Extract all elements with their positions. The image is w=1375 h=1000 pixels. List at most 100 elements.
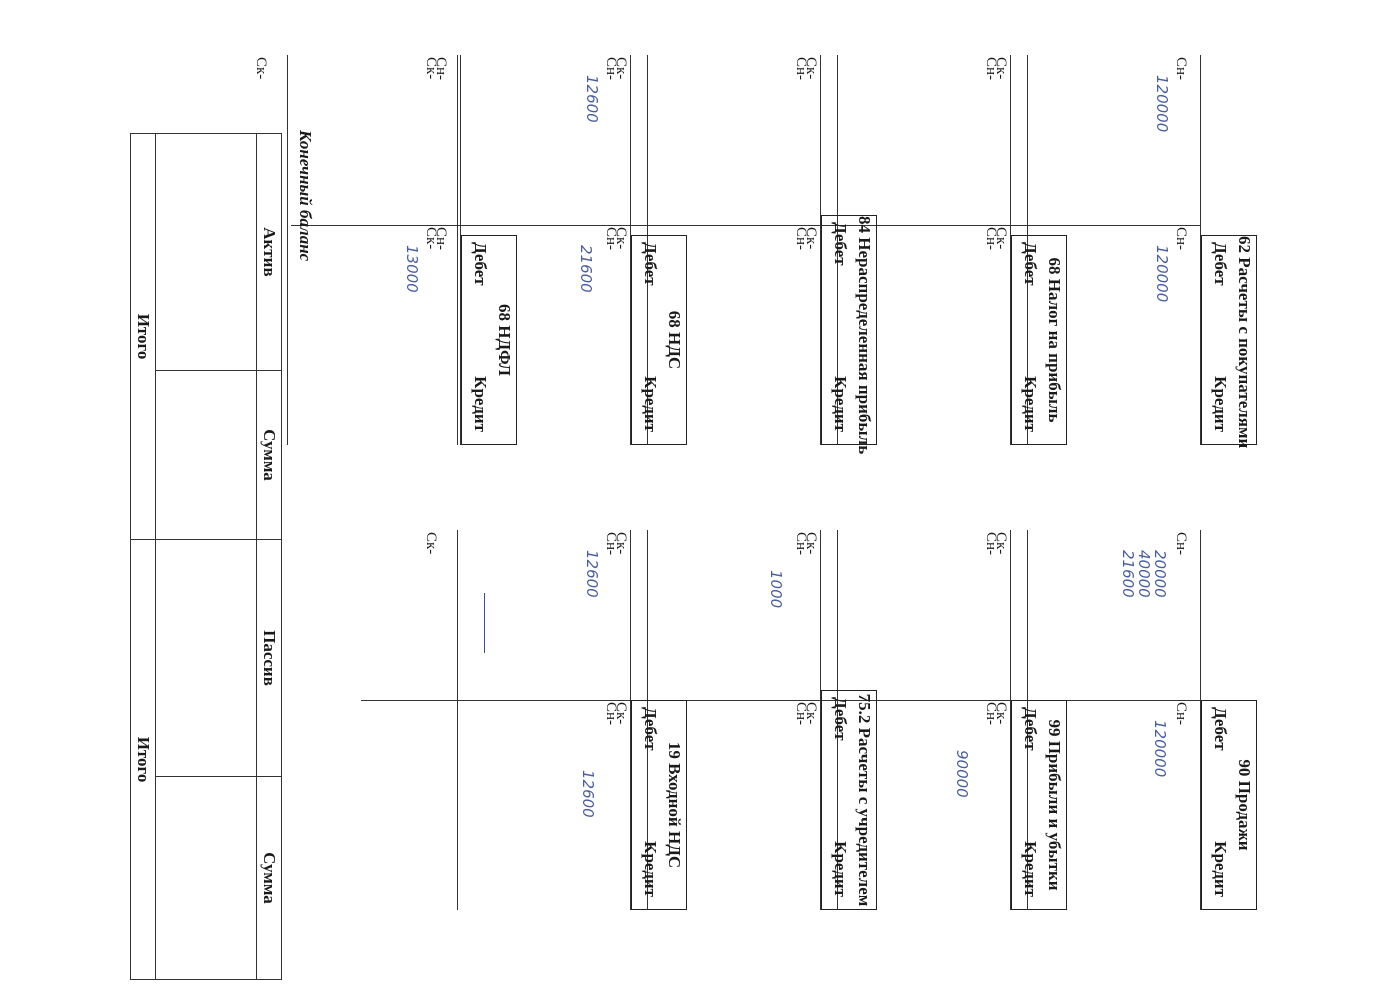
opening-balance-credit: Сн- — [603, 702, 619, 726]
t-account-top-line — [1010, 55, 1011, 445]
t-account-mid-line — [287, 55, 288, 445]
t-account-header: 19 Входной НДС Дебет Кредит — [631, 700, 687, 910]
credit-entry: 12600 — [579, 770, 597, 818]
t-account-header: 68 НДФЛ Дебет Кредит — [461, 235, 517, 445]
balance-title: Конечный баланс — [296, 130, 315, 262]
credit-entry: 21600 — [577, 245, 595, 293]
balance-total-row: Итого Итого — [130, 133, 156, 980]
balance-cell — [155, 776, 257, 980]
t-account-top-line — [1200, 530, 1201, 910]
opening-balance-debit: Сн- — [983, 532, 999, 556]
balance-cell — [155, 133, 257, 371]
debit-label: Дебет — [831, 697, 850, 741]
debit-label: Дебет — [831, 222, 850, 266]
t-account-title: 68 НДФЛ — [495, 304, 514, 376]
t-account-title: 19 Входной НДС — [665, 741, 684, 869]
debit-label: Дебет — [641, 242, 660, 286]
credit-label: Кредит — [641, 376, 660, 432]
t-account-header: 99 Прибыли и убытки Дебет Кредит — [1011, 700, 1067, 910]
credit-label: Кредит — [641, 841, 660, 897]
balance-cell — [155, 539, 257, 777]
opening-balance-debit: Сн- — [1173, 532, 1189, 556]
opening-balance-debit: Сн- — [603, 532, 619, 556]
opening-balance-debit: Сн- — [793, 57, 809, 81]
t-account-title: 62 Расчеты с покупателями — [1235, 236, 1254, 449]
balance-table: Актив Сумма Пассив Сумма Итого Итого — [130, 133, 282, 980]
debit-label: Дебет — [641, 707, 660, 751]
opening-balance-debit: Сн- — [983, 57, 999, 81]
t-account-mid-line — [457, 530, 458, 910]
credit-entry: 13000 — [403, 245, 421, 293]
opening-balance-debit: Сн- — [433, 57, 449, 81]
opening-balance-credit: Сн- — [793, 227, 809, 251]
debit-entry: 1000 — [767, 570, 785, 609]
opening-balance-credit: Сн- — [983, 227, 999, 251]
t-account-top-line — [630, 530, 631, 910]
t-account-19: 19 Входной НДС Дебет Кредит Сн- Сн- Ск- … — [317, 530, 687, 910]
t-account-top-line — [460, 55, 461, 445]
t-account-top-line — [820, 530, 821, 910]
debit-label: Дебет — [1211, 707, 1230, 751]
t-account-header: 84 Нераспределенная прибыль Дебет Кредит — [821, 215, 877, 455]
credit-label: Кредит — [1211, 841, 1230, 897]
t-account-header: 68 НДС Дебет Кредит — [631, 235, 687, 445]
debit-label: Дебет — [1021, 707, 1040, 751]
debit-entry: 20000 — [1151, 550, 1169, 598]
balance-header-asset: Актив — [256, 133, 282, 371]
t-account-title: 99 Прибыли и убытки — [1045, 719, 1064, 891]
credit-label: Кредит — [831, 376, 850, 432]
debit-label: Дебет — [1211, 242, 1230, 286]
t-account-top-line — [820, 55, 821, 445]
credit-label: Кредит — [1021, 376, 1040, 432]
closing-balance-debit: Ск- — [423, 532, 439, 555]
credit-label: Кредит — [1211, 376, 1230, 432]
opening-balance-credit: Сн- — [433, 227, 449, 251]
credit-label: Кредит — [831, 841, 850, 897]
debit-entry: 40000 — [1135, 550, 1153, 598]
debit-entry: 12600 — [583, 550, 601, 598]
t-account-header: 62 Расчеты с покупателями Дебет Кредит — [1201, 235, 1257, 449]
balance-cell — [155, 370, 257, 540]
balance-header-row: Актив Сумма Пассив Сумма — [256, 133, 282, 980]
opening-balance-debit: Сн- — [1173, 57, 1189, 81]
t-account-header: 75.2 Расчеты с учредителем Дебет Кредит — [821, 690, 877, 910]
t-account-header: 90 Продажи Дебет Кредит — [1201, 700, 1257, 910]
balance-total-liabilities: Итого — [130, 539, 156, 980]
balance-body-row — [155, 133, 257, 980]
debit-label: Дебет — [471, 242, 490, 286]
t-account-top-line — [1200, 55, 1201, 445]
credit-entry: 90000 — [953, 750, 971, 798]
debit-entry: 12600 — [583, 75, 601, 123]
stray-pen-line — [484, 593, 485, 653]
opening-balance-debit: Сн- — [793, 532, 809, 556]
opening-balance-debit: Сн- — [603, 57, 619, 81]
t-account-top-line — [1010, 530, 1011, 910]
t-account-header: 68 Налог на прибыль Дебет Кредит — [1011, 235, 1067, 445]
balance-header-sum: Сумма — [256, 776, 282, 980]
opening-balance-credit: Сн- — [1173, 702, 1189, 726]
credit-entry: 120000 — [1151, 720, 1169, 778]
debit-label: Дебет — [1021, 242, 1040, 286]
debit-entry: 120000 — [1153, 75, 1171, 133]
t-account-title: 68 НДС — [665, 310, 684, 370]
opening-balance-credit: Сн- — [1173, 227, 1189, 251]
t-account-title: 75.2 Расчеты с учредителем — [855, 693, 874, 907]
t-account-title: 84 Нераспределенная прибыль — [855, 216, 874, 455]
closing-balance-debit: Ск- — [253, 57, 269, 80]
balance-total-assets: Итого — [130, 133, 156, 540]
credit-label: Кредит — [471, 376, 490, 432]
credit-label: Кредит — [1021, 841, 1040, 897]
opening-balance-credit: Сн- — [603, 227, 619, 251]
t-account-title: 68 Налог на прибыль — [1045, 257, 1064, 423]
opening-balance-credit: Сн- — [983, 702, 999, 726]
t-account-top-line — [630, 55, 631, 445]
credit-entry: 120000 — [1153, 245, 1171, 303]
balance-header-liability: Пассив — [256, 539, 282, 777]
t-account-divider — [291, 225, 461, 226]
opening-balance-credit: Сн- — [793, 702, 809, 726]
t-account-title: 90 Продажи — [1235, 759, 1254, 851]
balance-header-sum: Сумма — [256, 370, 282, 540]
debit-entry: 21600 — [1119, 550, 1137, 598]
t-account-divider — [361, 700, 631, 701]
